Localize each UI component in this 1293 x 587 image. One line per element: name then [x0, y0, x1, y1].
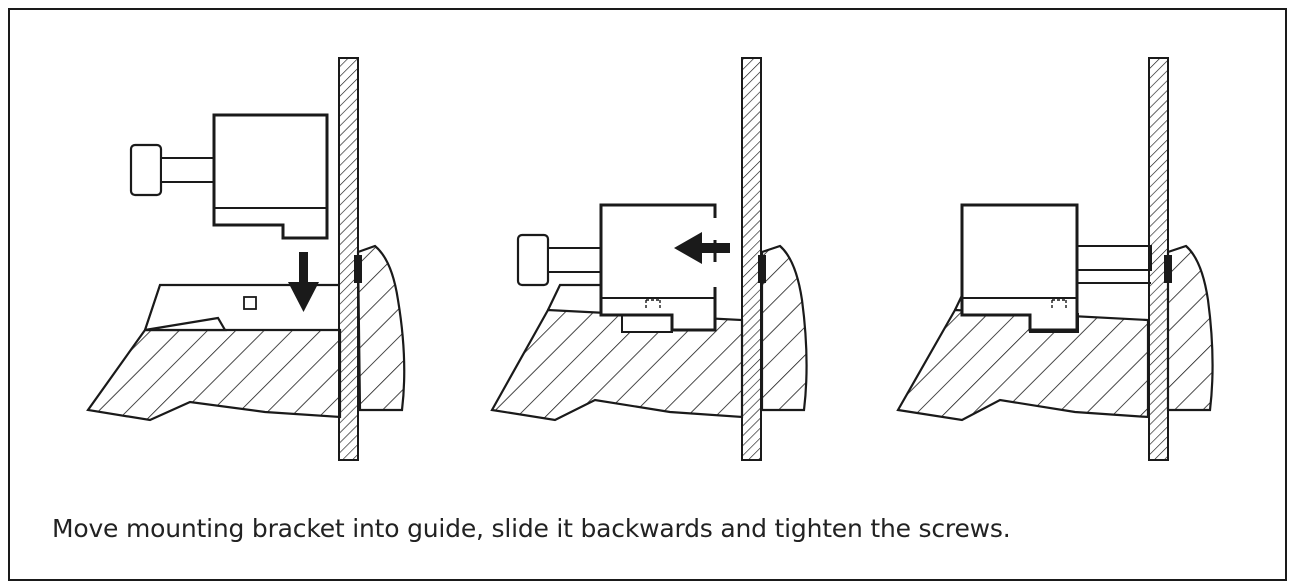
step-1-insert	[86, 57, 406, 461]
mounting-bracket	[960, 203, 1079, 333]
rail-base	[86, 328, 342, 422]
instruction-caption: Move mounting bracket into guide, slide …	[52, 514, 1011, 543]
rail-base	[896, 308, 1150, 422]
mounting-bracket	[129, 113, 329, 240]
wall	[1148, 57, 1169, 461]
rail-guide	[143, 283, 338, 332]
rail-guide	[547, 283, 602, 311]
down-arrow-icon	[288, 252, 319, 312]
end-block	[356, 244, 406, 412]
step-2-slide	[490, 57, 808, 461]
end-block	[1166, 244, 1214, 412]
step-3-tighten	[896, 57, 1214, 461]
left-arrow-icon	[674, 232, 730, 264]
wall	[741, 57, 762, 461]
wall	[338, 57, 359, 461]
mounting-bracket	[516, 203, 720, 333]
end-block	[760, 244, 808, 412]
